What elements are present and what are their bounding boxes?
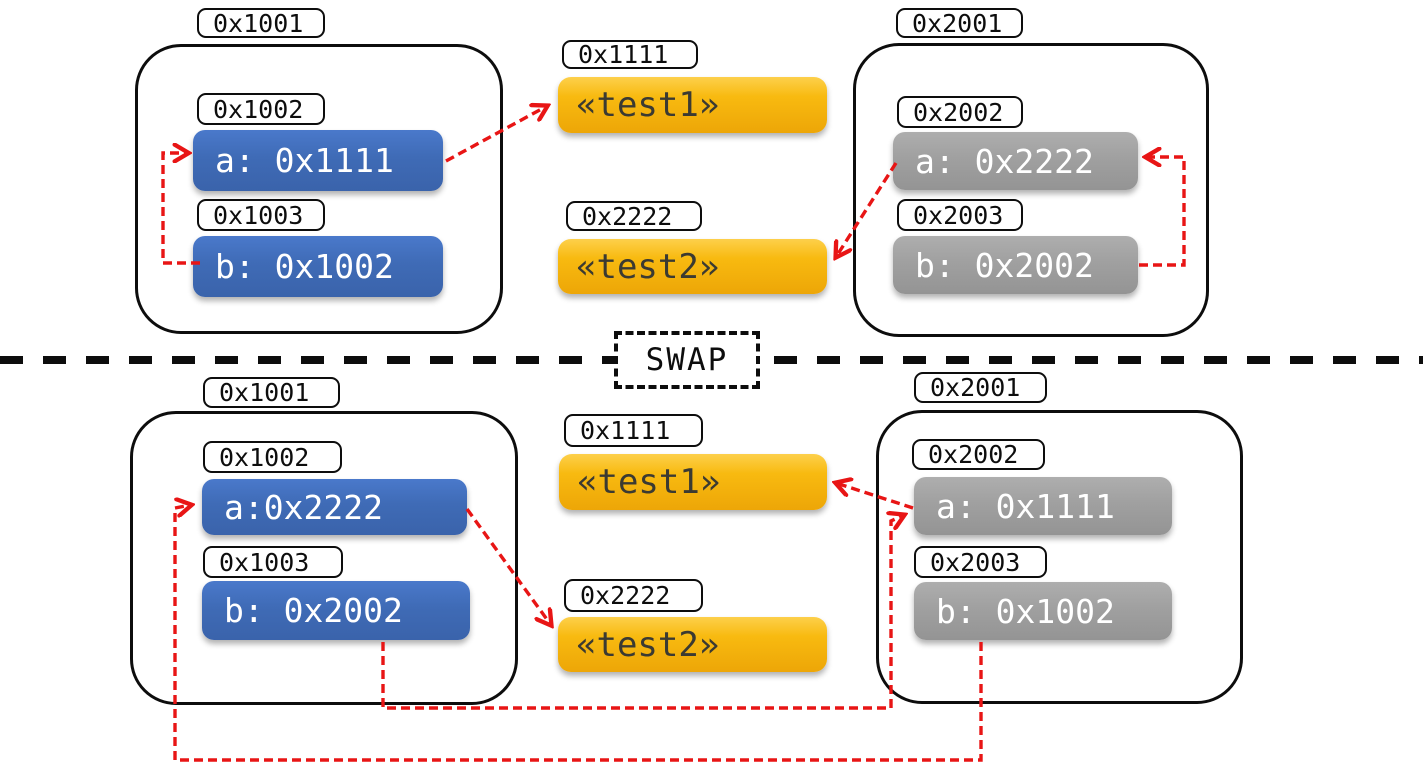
before-left-slot-a: a: 0x1111 (193, 130, 443, 191)
swap-label: SWAP (614, 331, 760, 389)
after-string1-box: «test1» (559, 454, 827, 510)
before-left-object-address-tag: 0x1001 (197, 8, 325, 38)
after-string2-address-tag: 0x2222 (564, 579, 703, 612)
before-right-slot-a-address-tag: 0x2002 (897, 96, 1023, 128)
before-left-slot-b-address-tag: 0x1003 (197, 199, 325, 231)
before-right-slot-b: b: 0x2002 (893, 236, 1138, 294)
after-right-slot-b-address-tag: 0x2003 (914, 546, 1047, 578)
after-right-slot-b: b: 0x1002 (914, 582, 1172, 640)
before-string1-address-tag: 0x1111 (562, 40, 698, 69)
before-right-object-address-tag: 0x2001 (896, 8, 1023, 38)
after-right-slot-a-address-tag: 0x2002 (912, 439, 1045, 470)
after-left-slot-a-address-tag: 0x1002 (203, 441, 342, 473)
before-left-slot-a-address-tag: 0x1002 (197, 93, 325, 125)
before-right-slot-a: a: 0x2222 (893, 132, 1138, 190)
after-left-object-address-tag: 0x1001 (203, 377, 340, 408)
after-right-slot-a: a: 0x1111 (914, 477, 1172, 535)
before-string2-box: «test2» (558, 239, 827, 294)
before-string1-box: «test1» (558, 77, 827, 133)
after-right-object-address-tag: 0x2001 (914, 372, 1047, 403)
after-string2-box: «test2» (558, 617, 827, 672)
after-left-slot-b-address-tag: 0x1003 (203, 546, 343, 578)
after-left-slot-b: b: 0x2002 (202, 581, 470, 640)
before-left-slot-b: b: 0x1002 (193, 236, 443, 297)
before-string2-address-tag: 0x2222 (566, 201, 702, 231)
after-string1-address-tag: 0x1111 (564, 414, 703, 447)
after-left-slot-a: a:0x2222 (202, 479, 467, 535)
before-right-slot-b-address-tag: 0x2003 (897, 199, 1023, 231)
